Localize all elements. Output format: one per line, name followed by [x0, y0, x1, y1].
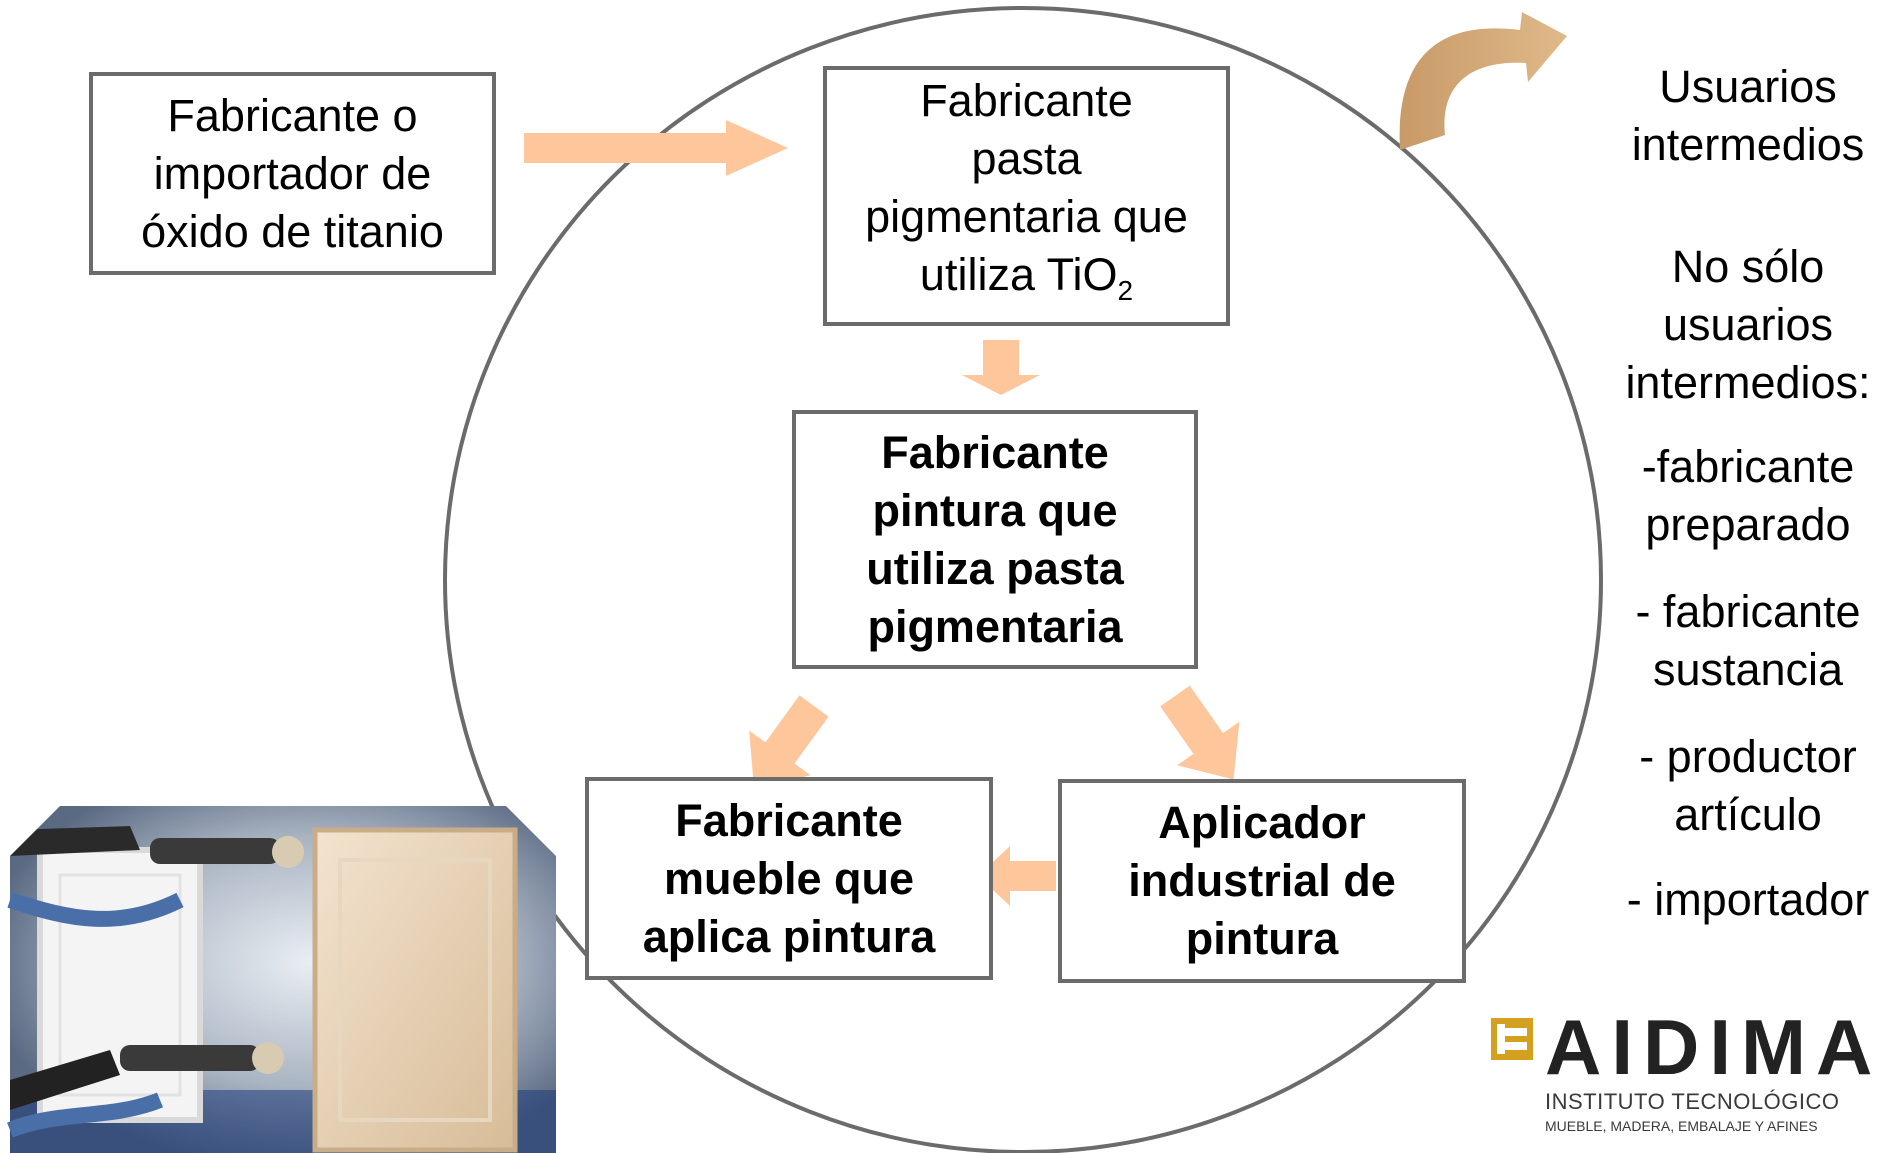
paint-line-2: pintura que	[872, 484, 1118, 536]
pigment-paste-box: Fabricante pasta pigmentaria que utiliza…	[823, 66, 1230, 326]
side-item-3-line-1: - productor	[1639, 731, 1857, 782]
furniture-line-1: Fabricante	[675, 794, 903, 846]
paint-line-1: Fabricante	[881, 426, 1109, 478]
paint-line-4: pigmentaria	[867, 600, 1123, 652]
furniture-line-2: mueble que	[663, 852, 915, 904]
aidima-logo-line-2: MUEBLE, MADERA, EMBALAJE Y AFINES	[1545, 1118, 1818, 1134]
aidima-logo-icon	[1491, 1018, 1533, 1060]
side-item-4-line-1: - importador	[1626, 874, 1870, 925]
side-title-line-1: Usuarios	[1659, 61, 1837, 112]
arrow-left-applicator	[978, 846, 1056, 906]
value-chain-circle	[443, 6, 1603, 1153]
side-title: Usuarios intermedios	[1598, 58, 1883, 174]
importer-line-1: Fabricante o	[167, 89, 418, 141]
importer-box: Fabricante o importador de óxido de tita…	[89, 72, 496, 275]
arrow-downleft-paint	[749, 695, 829, 789]
furniture-line-3: aplica pintura	[642, 910, 936, 962]
applicator-line-1: Aplicador	[1158, 797, 1366, 848]
side-item-2-line-1: - fabricante	[1635, 586, 1861, 637]
importer-line-3: óxido de titanio	[141, 205, 444, 257]
arrow-downright-paint	[1160, 685, 1240, 780]
furniture-maker-box: Fabricante mueble que aplica pintura	[585, 777, 993, 980]
side-intro: No sólo usuarios intermedios:	[1598, 238, 1883, 412]
side-item-1-line-1: -fabricante	[1641, 441, 1855, 492]
side-item-3-line-2: artículo	[1674, 789, 1822, 840]
pigment-line-3: pigmentaria que	[865, 191, 1188, 242]
paint-line-3: utiliza pasta	[866, 542, 1124, 594]
side-item-2-line-2: sustancia	[1652, 644, 1844, 695]
side-item-importador: - importador	[1598, 871, 1883, 929]
side-intro-line-3: intermedios:	[1625, 357, 1871, 408]
applicator-line-3: pintura	[1185, 913, 1339, 964]
side-title-line-2: intermedios	[1631, 119, 1865, 170]
pigment-line-4: utiliza TiO2	[865, 246, 1188, 320]
side-item-preparado: -fabricante preparado	[1598, 438, 1883, 554]
curved-arrow-icon	[1399, 12, 1567, 150]
pigment-line-1: Fabricante	[920, 75, 1133, 126]
spray-painting-photo	[7, 806, 556, 1153]
importer-line-2: importador de	[153, 147, 432, 199]
arrow-down-pigment	[962, 340, 1040, 395]
side-item-1-line-2: preparado	[1645, 499, 1851, 550]
industrial-applicator-box: Aplicador industrial de pintura	[1058, 779, 1466, 983]
side-item-articulo: - productor artículo	[1598, 728, 1883, 844]
paint-maker-box: Fabricante pintura que utiliza pasta pig…	[792, 410, 1198, 669]
arrow-right-importer	[524, 120, 788, 176]
pigment-subscript: 2	[1117, 275, 1134, 306]
side-item-sustancia: - fabricante sustancia	[1598, 583, 1883, 699]
side-intro-line-2: usuarios	[1662, 299, 1834, 350]
pigment-line-2: pasta	[971, 133, 1082, 184]
aidima-logo-wordmark: AIDIMA	[1545, 1003, 1883, 1091]
applicator-line-2: industrial de	[1128, 855, 1396, 906]
side-intro-line-1: No sólo	[1671, 241, 1825, 292]
aidima-logo-line-1: INSTITUTO TECNOLÓGICO	[1545, 1089, 1840, 1114]
pigment-line-4-text: utiliza TiO	[919, 249, 1118, 300]
